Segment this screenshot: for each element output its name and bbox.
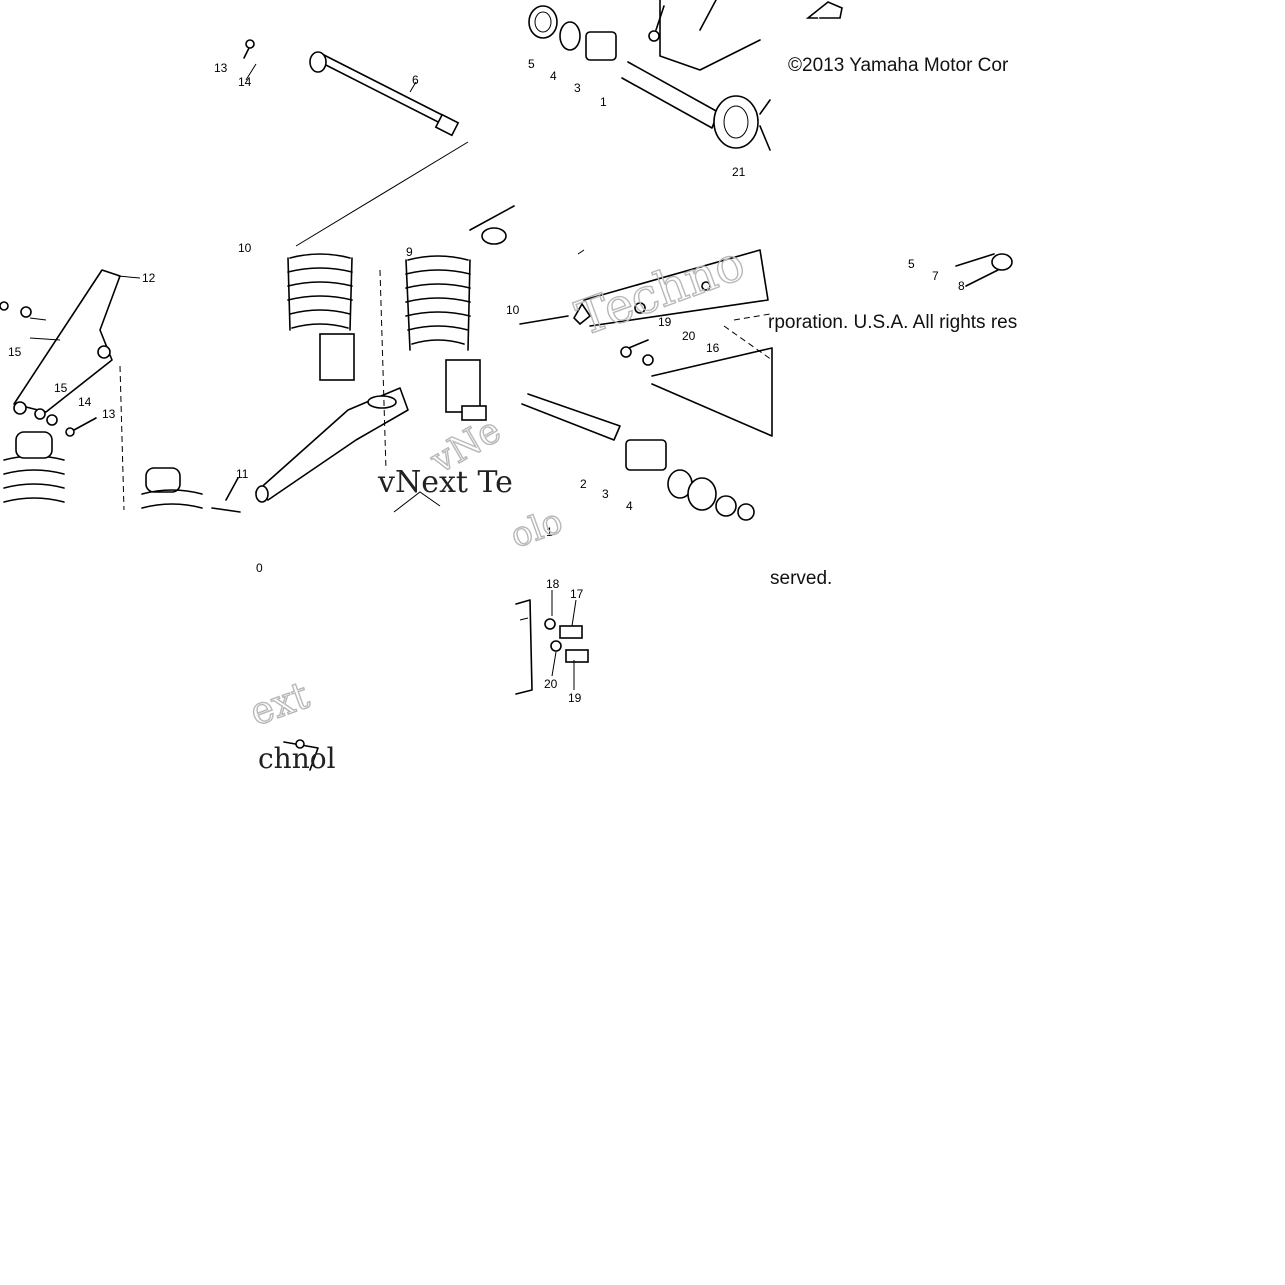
callout-7: 7 [932,269,939,283]
callout-8: 8 [958,279,965,293]
callout-3: 3 [574,81,581,95]
swing-arm-left [255,387,409,501]
blank-area [1030,0,1285,1285]
callout-13: 13 [102,407,116,421]
callout-12: 12 [142,271,156,285]
bracket-12 [13,269,121,413]
callout-labels: 13 14 6 10 12 15 15 14 13 9 10 11 0 5 4 … [8,57,965,705]
callout-19: 19 [568,691,582,705]
callout-9: 9 [406,245,413,259]
callout-18: 18 [546,577,560,591]
callout-6: 6 [412,73,419,87]
callout-17: 17 [570,587,584,601]
callout-0: 0 [256,561,263,575]
callout-16: 16 [706,341,720,355]
oil-seal-5 [528,5,558,39]
pivot-shaft [315,59,451,129]
chain-guard-16 [651,347,773,437]
callout-1: 1 [546,525,553,539]
callout-10: 10 [506,303,520,317]
callout-11: 11 [236,467,249,481]
watermark: Techno vNext Te ext chnol vNe olo [243,234,752,775]
callout-14: 14 [78,395,92,409]
callout-13: 13 [214,61,228,75]
copyright-line-3: served. [770,568,833,589]
callout-14: 14 [238,75,252,89]
watermark-text: chnol [258,742,336,775]
callout-21: 21 [732,165,746,179]
fwd-arrow-icon [805,1,843,19]
swing-arm-tube [621,61,719,129]
callout-3: 3 [602,487,609,501]
callout-5: 5 [908,257,915,271]
panel-lower-bolts [283,590,589,771]
callout-4: 4 [626,499,633,513]
callout-4: 4 [550,69,557,83]
watermark-text: Techno [569,235,752,347]
shock-spring-left [287,253,355,381]
callout-1: 1 [600,95,607,109]
watermark-text: vNext Te [377,465,513,500]
copyright-line-2: rporation. U.S.A. All rights res [768,312,1018,333]
callout-10: 10 [238,241,252,255]
shock-spring-right [405,255,487,421]
callout-20: 20 [682,329,696,343]
callout-20: 20 [544,677,558,691]
watermark-text: ext [244,673,315,735]
panel-swing-arm-top [528,0,843,151]
callout-2: 2 [580,477,587,491]
callout-19: 19 [658,315,672,329]
watermark-text: olo [505,501,567,556]
panel-swing-arm-right [519,249,1013,521]
callout-15: 15 [8,345,22,359]
callout-5: 5 [528,57,535,71]
copyright-line-1: ©2013 Yamaha Motor Cor [788,55,1009,76]
panel-shock-absorber [0,39,515,513]
callout-15: 15 [54,381,68,395]
